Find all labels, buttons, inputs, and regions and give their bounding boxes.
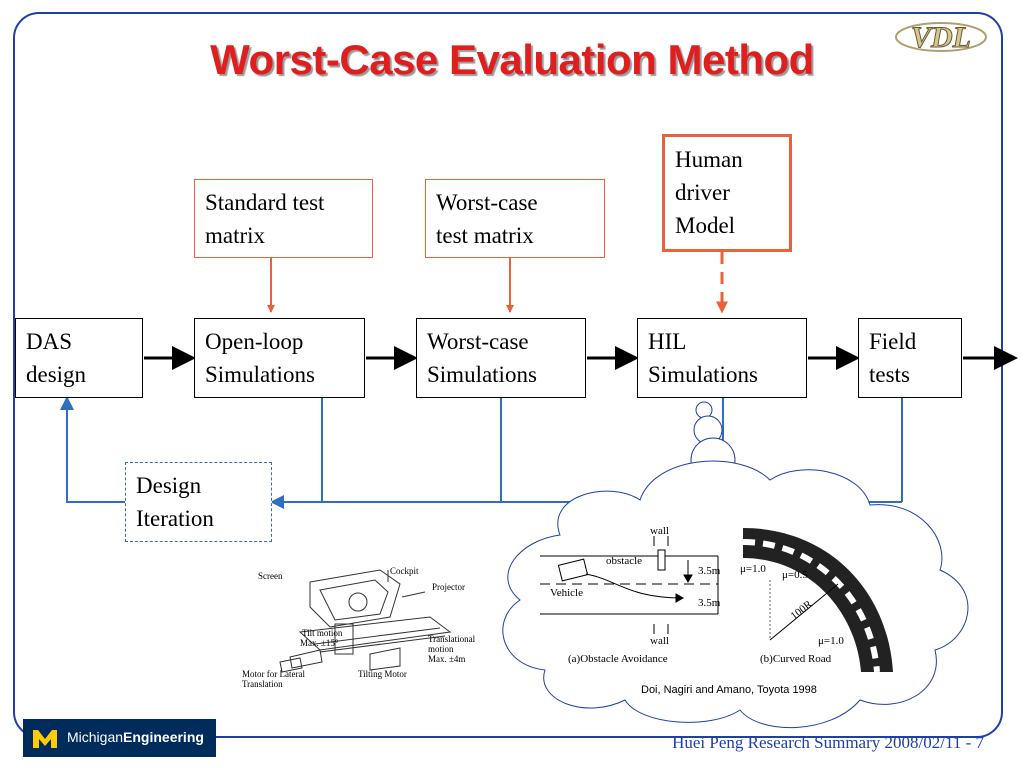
worst-matrix-box: Worst-case test matrix: [425, 179, 605, 258]
illus-translational-label: Translational: [428, 634, 476, 644]
illus-translation-label: Translation: [242, 679, 283, 689]
curved-road-outer: [743, 528, 893, 672]
illus-trans-max-label: Max. ±4m: [428, 654, 465, 664]
worst-case-box: Worst-case Simulations: [416, 318, 586, 398]
fig-wall-top-label: wall: [650, 525, 669, 537]
illus-projector-label: Projector: [432, 582, 465, 592]
illus-screen-label: Screen: [258, 571, 283, 581]
slide-frame: [13, 12, 1003, 738]
vdl-logo: VDL: [895, 21, 987, 55]
illus-tilt-label: Tilt motion: [302, 628, 343, 638]
illus-cockpit-label: Cockpit: [390, 566, 419, 576]
design-iteration-box: Design Iteration: [125, 462, 272, 542]
fig-obstacle-label: obstacle: [606, 555, 642, 567]
curved-road-center-markings: [742, 539, 880, 673]
fig-caption-b: (b)Curved Road: [760, 653, 832, 665]
fig-vehicle-label: Vehicle: [550, 587, 583, 599]
cloud-shape: [502, 460, 969, 729]
michigan-engineering-logo: MichiganEngineering: [23, 719, 216, 757]
illus-tilt-max-label: Max. ±15°: [300, 638, 339, 648]
michigan-engineering-text: MichiganEngineering: [67, 729, 204, 745]
hil-box: HIL Simulations: [637, 318, 807, 398]
fig-mu3-label: μ=1.0: [818, 635, 844, 647]
open-loop-box: Open-loop Simulations: [194, 318, 365, 398]
org-bold-text: Engineering: [123, 729, 204, 745]
block-m-icon: [33, 730, 57, 748]
vdl-logo-text: VDL: [911, 21, 971, 54]
field-tests-box: Field tests: [858, 318, 962, 398]
fig-mu1-label: μ=1.0: [740, 563, 766, 575]
fig-wall-bottom-label: wall: [650, 635, 669, 647]
fig-lane-top-label: 3.5m: [698, 565, 721, 577]
figure-citation: Doi, Nagiri and Amano, Toyota 1998: [641, 684, 817, 696]
illus-tilting-motor-label: Tilting Motor: [358, 669, 407, 679]
illus-motion-label: motion: [428, 644, 454, 654]
das-design-box: DAS design: [15, 318, 143, 398]
fig-mu2-label: μ=0.5: [782, 569, 808, 581]
slide-title: Worst-Case Evaluation Method: [210, 36, 814, 83]
feedback-to-das: [60, 396, 125, 503]
illus-motor-lateral-label: Motor for Lateral: [242, 669, 305, 679]
footer-slide-info: Huei Peng Research Summary 2008/02/11 - …: [672, 733, 984, 752]
driving-simulator-illustration: Screen Cockpit Projector Tilt motion Max…: [242, 566, 476, 689]
standard-matrix-box: Standard test matrix: [194, 179, 373, 258]
fig-caption-a: (a)Obstacle Avoidance: [568, 653, 668, 665]
fig-radius-label: 100R: [788, 598, 815, 623]
test-scenario-figure: wall obstacle Vehicle 3.5m 3.5m wall (a)…: [540, 525, 893, 673]
fig-lane-bottom-label: 3.5m: [698, 597, 721, 609]
human-driver-box: Human driver Model: [662, 134, 792, 252]
org-light-text: Michigan: [67, 729, 124, 745]
